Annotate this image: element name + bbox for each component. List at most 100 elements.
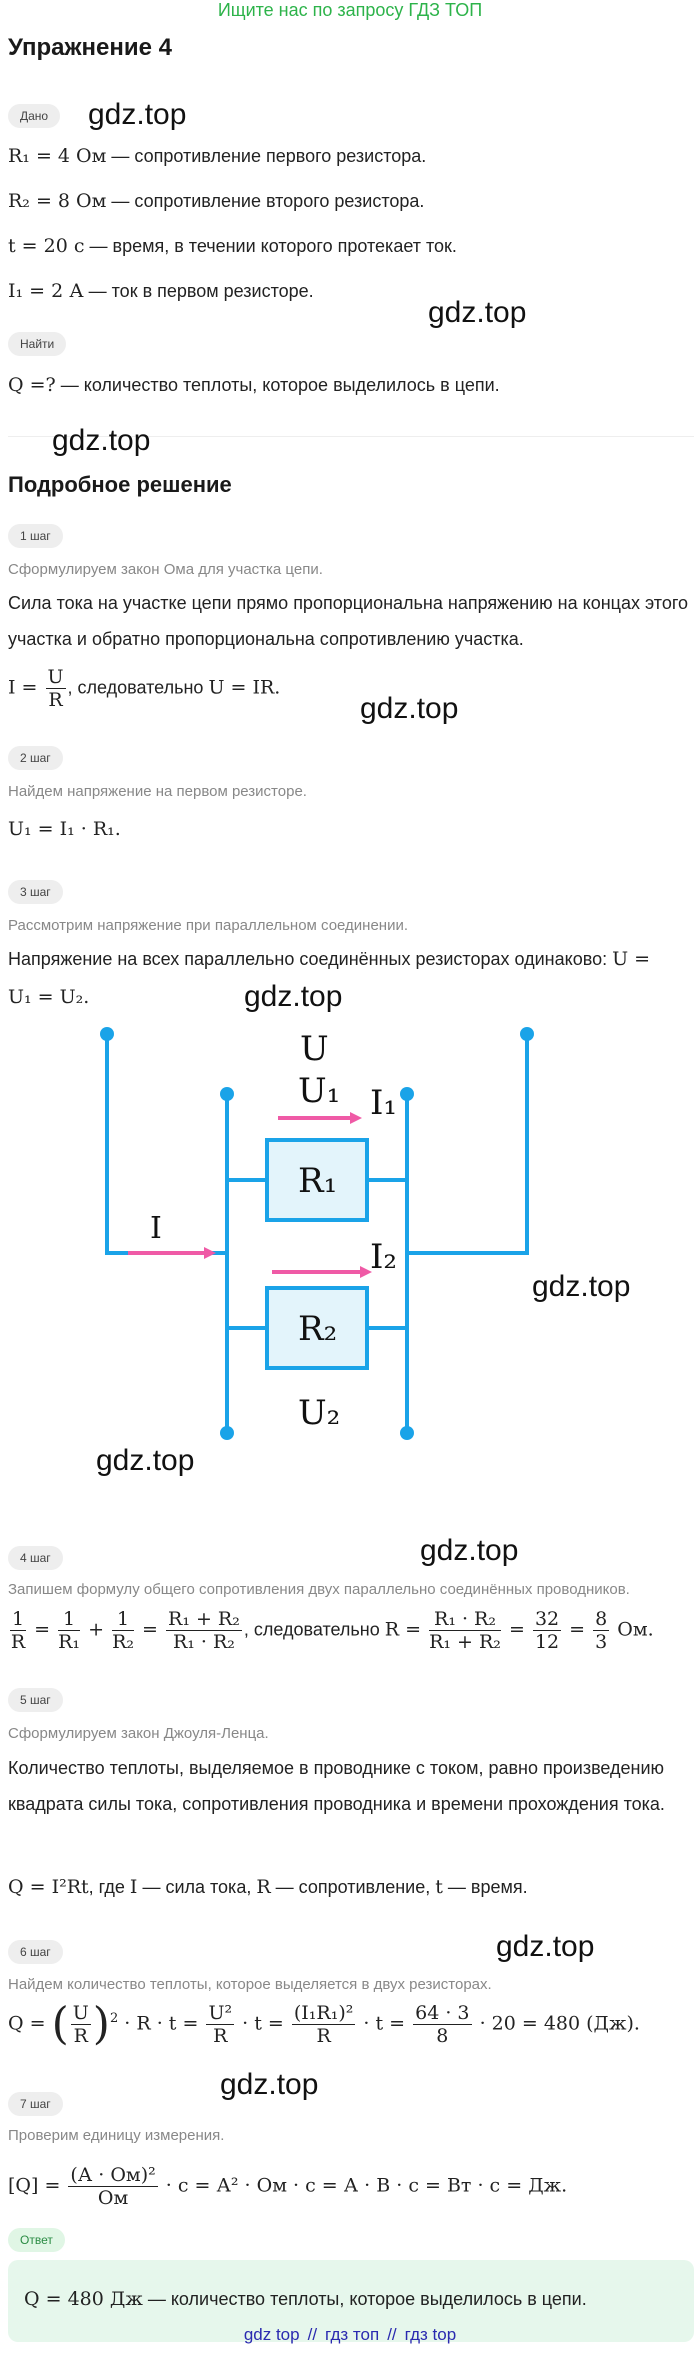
step-5-r: R <box>256 1876 271 1898</box>
watermark: gdz.top <box>420 1534 519 1567</box>
given-i1: I₁ = 2 А — ток в первом резисторе. <box>8 278 314 304</box>
label-u2: U₂ <box>298 1393 340 1433</box>
footer-links: gdz top // гдз топ // гдз top <box>0 2325 700 2345</box>
terminal-node <box>220 1087 234 1101</box>
equals: = <box>142 1618 158 1641</box>
footer-separator: // <box>307 2325 318 2344</box>
answer-line: Q = 480 Дж — количество теплоты, которое… <box>24 2286 587 2312</box>
equals: = <box>34 1618 51 1641</box>
top-banner[interactable]: Ищите нас по запросу ГДЗ ТОП <box>217 0 483 20</box>
step-4-unit: Ом. <box>617 1618 654 1641</box>
footer-link[interactable]: гдз top <box>404 2325 457 2344</box>
watermark: gdz.top <box>244 980 343 1013</box>
step-1-mid: , следовательно <box>67 677 209 698</box>
step-5-i: I <box>129 1876 138 1898</box>
watermark: gdz.top <box>88 98 187 131</box>
step-5-t: t <box>435 1876 443 1898</box>
terminal-node <box>400 1087 414 1101</box>
left-terminal-wire <box>105 1034 227 1255</box>
resistor-r2 <box>265 1286 369 1370</box>
given-r2-math: R₂ = 8 Ом <box>8 190 107 212</box>
step-6-q: Q = <box>8 2012 46 2035</box>
step-5-text3: — сопротивление, <box>270 1877 436 1897</box>
paren-close: ) <box>92 1998 110 2050</box>
given-r1: R₁ = 4 Ом — сопротивление первого резист… <box>8 143 426 169</box>
answer-box <box>8 2260 694 2342</box>
answer-pill: Ответ <box>8 2228 65 2252</box>
label-u1: U₁ <box>298 1071 340 1111</box>
step-3-text: Напряжение на всех параллельно соединённ… <box>8 946 650 972</box>
terminal-node <box>220 1426 234 1440</box>
given-t-text: — время, в течении которого протекает то… <box>84 236 457 256</box>
step-5-text1: , где <box>88 1877 130 1897</box>
footer-link[interactable]: гдз топ <box>325 2325 380 2344</box>
step-6-hint: Найдем количество теплоты, которое выдел… <box>8 1976 492 1993</box>
step-3-hint: Рассмотрим напряжение при параллельном с… <box>8 917 409 934</box>
given-r2: R₂ = 8 Ом — сопротивление второго резист… <box>8 188 424 214</box>
circuit-diagram: U U₁ I₁ R₁ I I₂ R₂ U₂ <box>100 1027 534 1440</box>
arrow-i2-head <box>360 1266 372 1278</box>
watermark: gdz.top <box>96 1444 195 1477</box>
find-text: — количество теплоты, которое выделилось… <box>55 375 500 395</box>
resistor-r1 <box>265 1138 369 1222</box>
label-r1: R₁ <box>298 1161 337 1201</box>
find-line: Q =? — количество теплоты, которое выдел… <box>8 372 500 398</box>
find-math: Q =? <box>8 374 56 396</box>
step-3-sentence: Напряжение на всех параллельно соединённ… <box>8 949 608 969</box>
label-i2: I₂ <box>370 1237 397 1277</box>
step-5-math: Q = I²Rt <box>8 1876 89 1898</box>
step-5-text2: — сила тока, <box>137 1877 257 1897</box>
right-terminal-wire <box>407 1034 529 1255</box>
label-i1: I₁ <box>370 1083 397 1123</box>
footer-link[interactable]: gdz top <box>243 2325 300 2344</box>
plus: + <box>88 1618 105 1641</box>
watermark: gdz.top <box>52 424 151 457</box>
label-u: U <box>300 1029 329 1069</box>
given-r2-text: — сопротивление второго резистора. <box>106 191 425 211</box>
step-1-pill: 1 шаг <box>8 524 63 548</box>
step-6-mul: · R · t = <box>124 2012 199 2035</box>
watermark: gdz.top <box>532 1270 631 1303</box>
step-6-pill: 6 шаг <box>8 1940 63 1964</box>
watermark: gdz.top <box>220 2068 319 2101</box>
watermark: gdz.top <box>496 1930 595 1963</box>
terminal-node <box>520 1027 534 1041</box>
step-2-formula: U₁ = I₁ · R₁. <box>8 818 121 840</box>
paren-open: ( <box>51 1998 69 2050</box>
step-5-text4: — время. <box>442 1877 528 1897</box>
answer-math: Q = 480 Дж <box>24 2288 143 2310</box>
step-7-hint: Проверим единицу измерения. <box>8 2127 225 2144</box>
equals: = <box>508 1618 525 1641</box>
terminal-node <box>400 1426 414 1440</box>
step-1-text: Сила тока на участке цепи прямо пропорци… <box>8 593 689 649</box>
section-divider <box>8 436 694 437</box>
step-5-text: Количество теплоты, выделяемое в проводн… <box>8 1758 665 1814</box>
step-4-r-lhs: R = <box>384 1618 422 1641</box>
step-4-hint: Запишем формулу общего сопротивления дву… <box>8 1581 630 1598</box>
step-4-mid: , следовательно <box>243 1619 385 1640</box>
footer-separator: // <box>387 2325 397 2344</box>
terminals <box>100 1027 534 1440</box>
exponent: 2 <box>109 2011 119 2027</box>
given-i1-text: — ток в первом резисторе. <box>83 281 314 301</box>
step-6-mul3: · t = <box>363 2012 406 2035</box>
solution-title: Подробное решение <box>8 472 232 497</box>
step-3-formula: U₁ = U₂. <box>8 986 90 1008</box>
current-arrows <box>128 1112 372 1278</box>
label-r2: R₂ <box>298 1309 337 1349</box>
answer-text: — количество теплоты, которое выделилось… <box>142 2289 587 2309</box>
